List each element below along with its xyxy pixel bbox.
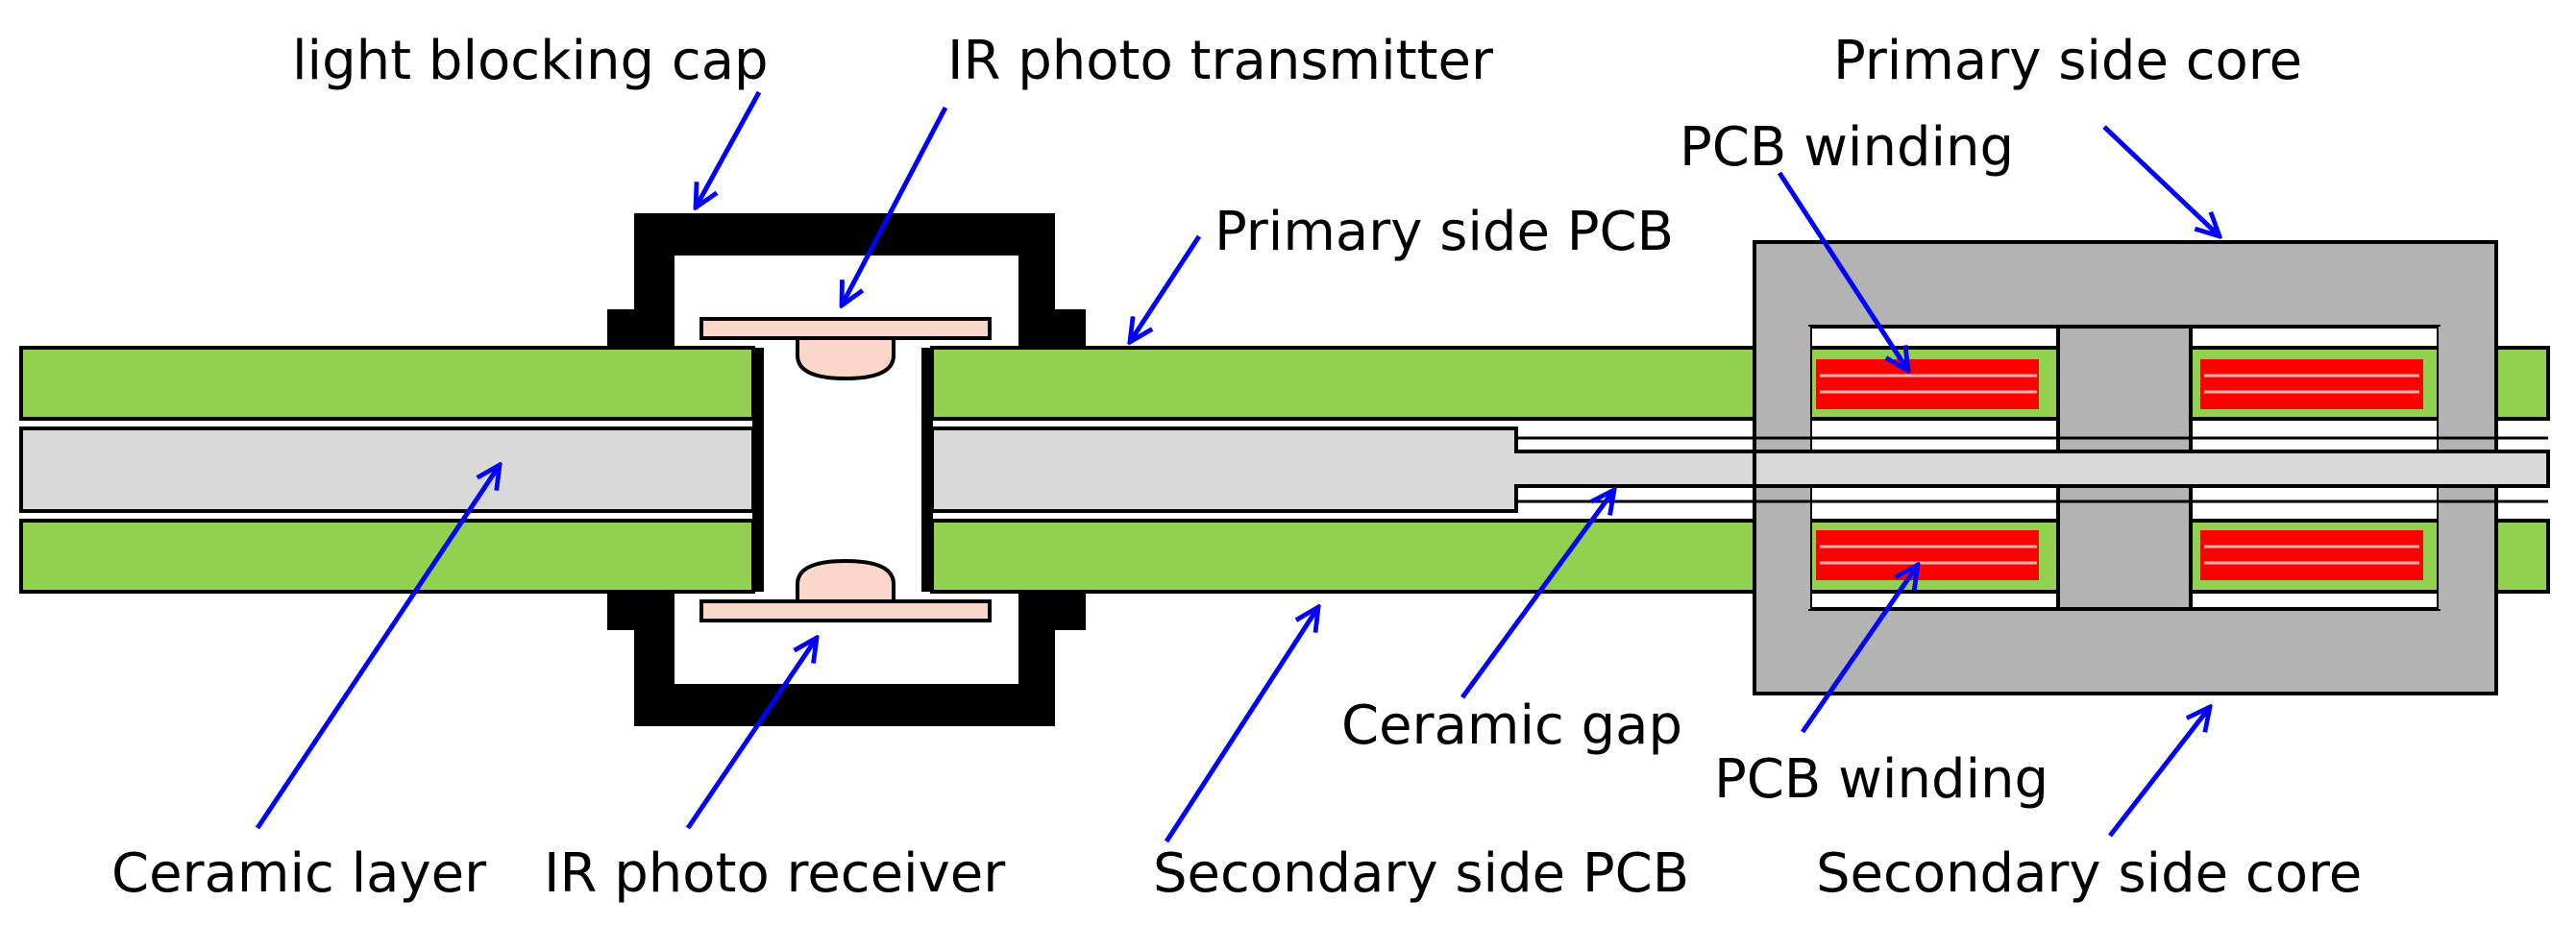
secondary-pcb-left	[19, 519, 755, 594]
light-blocking-cap-bottom	[607, 592, 1086, 726]
arrow-secondary-side-core	[2108, 707, 2210, 838]
label-pcb-winding-top: PCB winding	[1680, 116, 2014, 179]
label-light-blocking-cap: light blocking cap	[292, 30, 769, 92]
arrow-secondary-side-pcb	[1164, 607, 1318, 843]
ir-transmitter-board	[699, 317, 992, 340]
ceramic-layer-left	[19, 426, 755, 513]
pcb-winding-primary-left	[1816, 359, 2039, 409]
arrow-light-blocking-cap	[696, 90, 762, 207]
arrow-ceramic-gap	[1460, 490, 1614, 699]
label-pcb-winding-bottom: PCB winding	[1714, 748, 2049, 811]
arrow-ir-photo-receiver	[685, 638, 817, 830]
label-secondary-side-pcb: Secondary side PCB	[1153, 842, 1689, 905]
label-ir-photo-transmitter: IR photo transmitter	[947, 30, 1494, 92]
ir-receiver-board	[699, 599, 992, 622]
pcb-winding-secondary-right	[2200, 530, 2423, 580]
arrow-pcb-winding-bottom	[1800, 565, 1918, 734]
label-primary-side-core: Primary side core	[1833, 30, 2302, 92]
ir-transmitter-lens	[796, 336, 895, 381]
label-primary-side-pcb: Primary side PCB	[1214, 201, 1674, 263]
arrow-primary-side-pcb	[1130, 234, 1202, 342]
arrow-pcb-winding-top	[1777, 171, 1908, 371]
primary-pcb-left	[19, 346, 755, 421]
label-ceramic-gap: Ceramic gap	[1341, 694, 1682, 757]
pcb-winding-secondary-left	[1816, 530, 2039, 580]
arrow-ceramic-layer	[255, 465, 500, 830]
arrow-ir-photo-transmitter	[842, 106, 948, 305]
label-ir-photo-receiver: IR photo receiver	[544, 842, 1006, 905]
arrow-primary-side-core	[2102, 125, 2220, 236]
ir-receiver-lens	[796, 558, 895, 603]
light-blocking-cap-top	[607, 213, 1086, 348]
label-ceramic-layer: Ceramic layer	[111, 842, 487, 905]
label-secondary-side-core: Secondary side core	[1816, 842, 2362, 905]
ceramic-through-core	[1753, 450, 2550, 488]
pcb-winding-primary-right	[2200, 359, 2423, 409]
